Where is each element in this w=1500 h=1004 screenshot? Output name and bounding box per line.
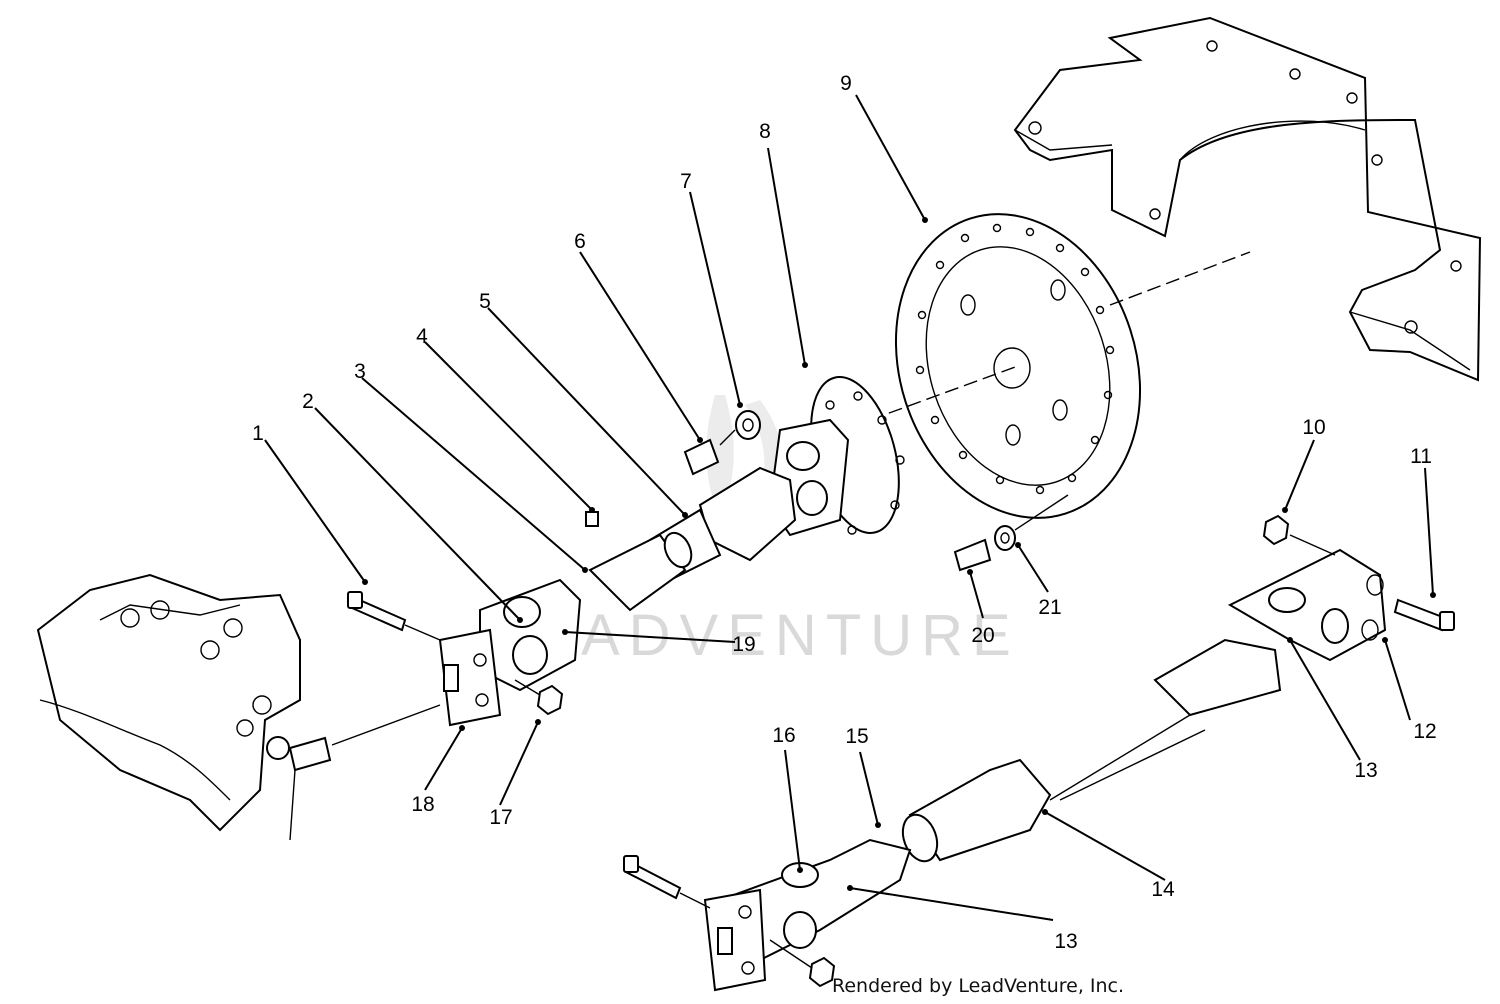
callout-15: 15 — [845, 725, 868, 748]
render-credit: Rendered by LeadVenture, Inc. — [832, 975, 1124, 997]
callout-6: 6 — [574, 230, 586, 253]
callout-1: 1 — [252, 422, 264, 445]
callout-labels: 1 2 3 4 5 6 7 8 9 10 11 12 13 13 14 15 1… — [252, 72, 1437, 953]
callout-8: 8 — [759, 120, 771, 143]
callout-12: 12 — [1413, 720, 1436, 743]
left-universal-joint — [438, 578, 582, 727]
callout-9: 9 — [840, 72, 852, 95]
callout-20: 20 — [971, 624, 994, 647]
callout-14: 14 — [1151, 878, 1175, 901]
callout-2: 2 — [302, 390, 314, 413]
callout-11: 11 — [1410, 445, 1432, 468]
callout-10: 10 — [1302, 416, 1325, 439]
callout-16: 16 — [772, 724, 795, 747]
callout-7: 7 — [680, 170, 692, 193]
coupling-disc — [894, 213, 1142, 519]
callout-3: 3 — [354, 360, 366, 383]
callout-19: 19 — [732, 633, 755, 656]
callout-21: 21 — [1038, 596, 1061, 619]
upper-drive-shaft — [588, 376, 905, 612]
lower-drive-shaft — [703, 548, 1387, 992]
fasteners — [347, 410, 1455, 988]
callout-18: 18 — [411, 793, 434, 816]
callout-5: 5 — [479, 290, 491, 313]
hydraulic-pump — [36, 573, 332, 841]
callout-17: 17 — [489, 806, 512, 829]
mounting-bracket — [1013, 16, 1482, 382]
leader-lines — [264, 94, 1436, 921]
callout-4: 4 — [416, 325, 428, 348]
callout-13-upper: 13 — [1354, 759, 1377, 782]
callout-13-lower: 13 — [1054, 930, 1077, 953]
